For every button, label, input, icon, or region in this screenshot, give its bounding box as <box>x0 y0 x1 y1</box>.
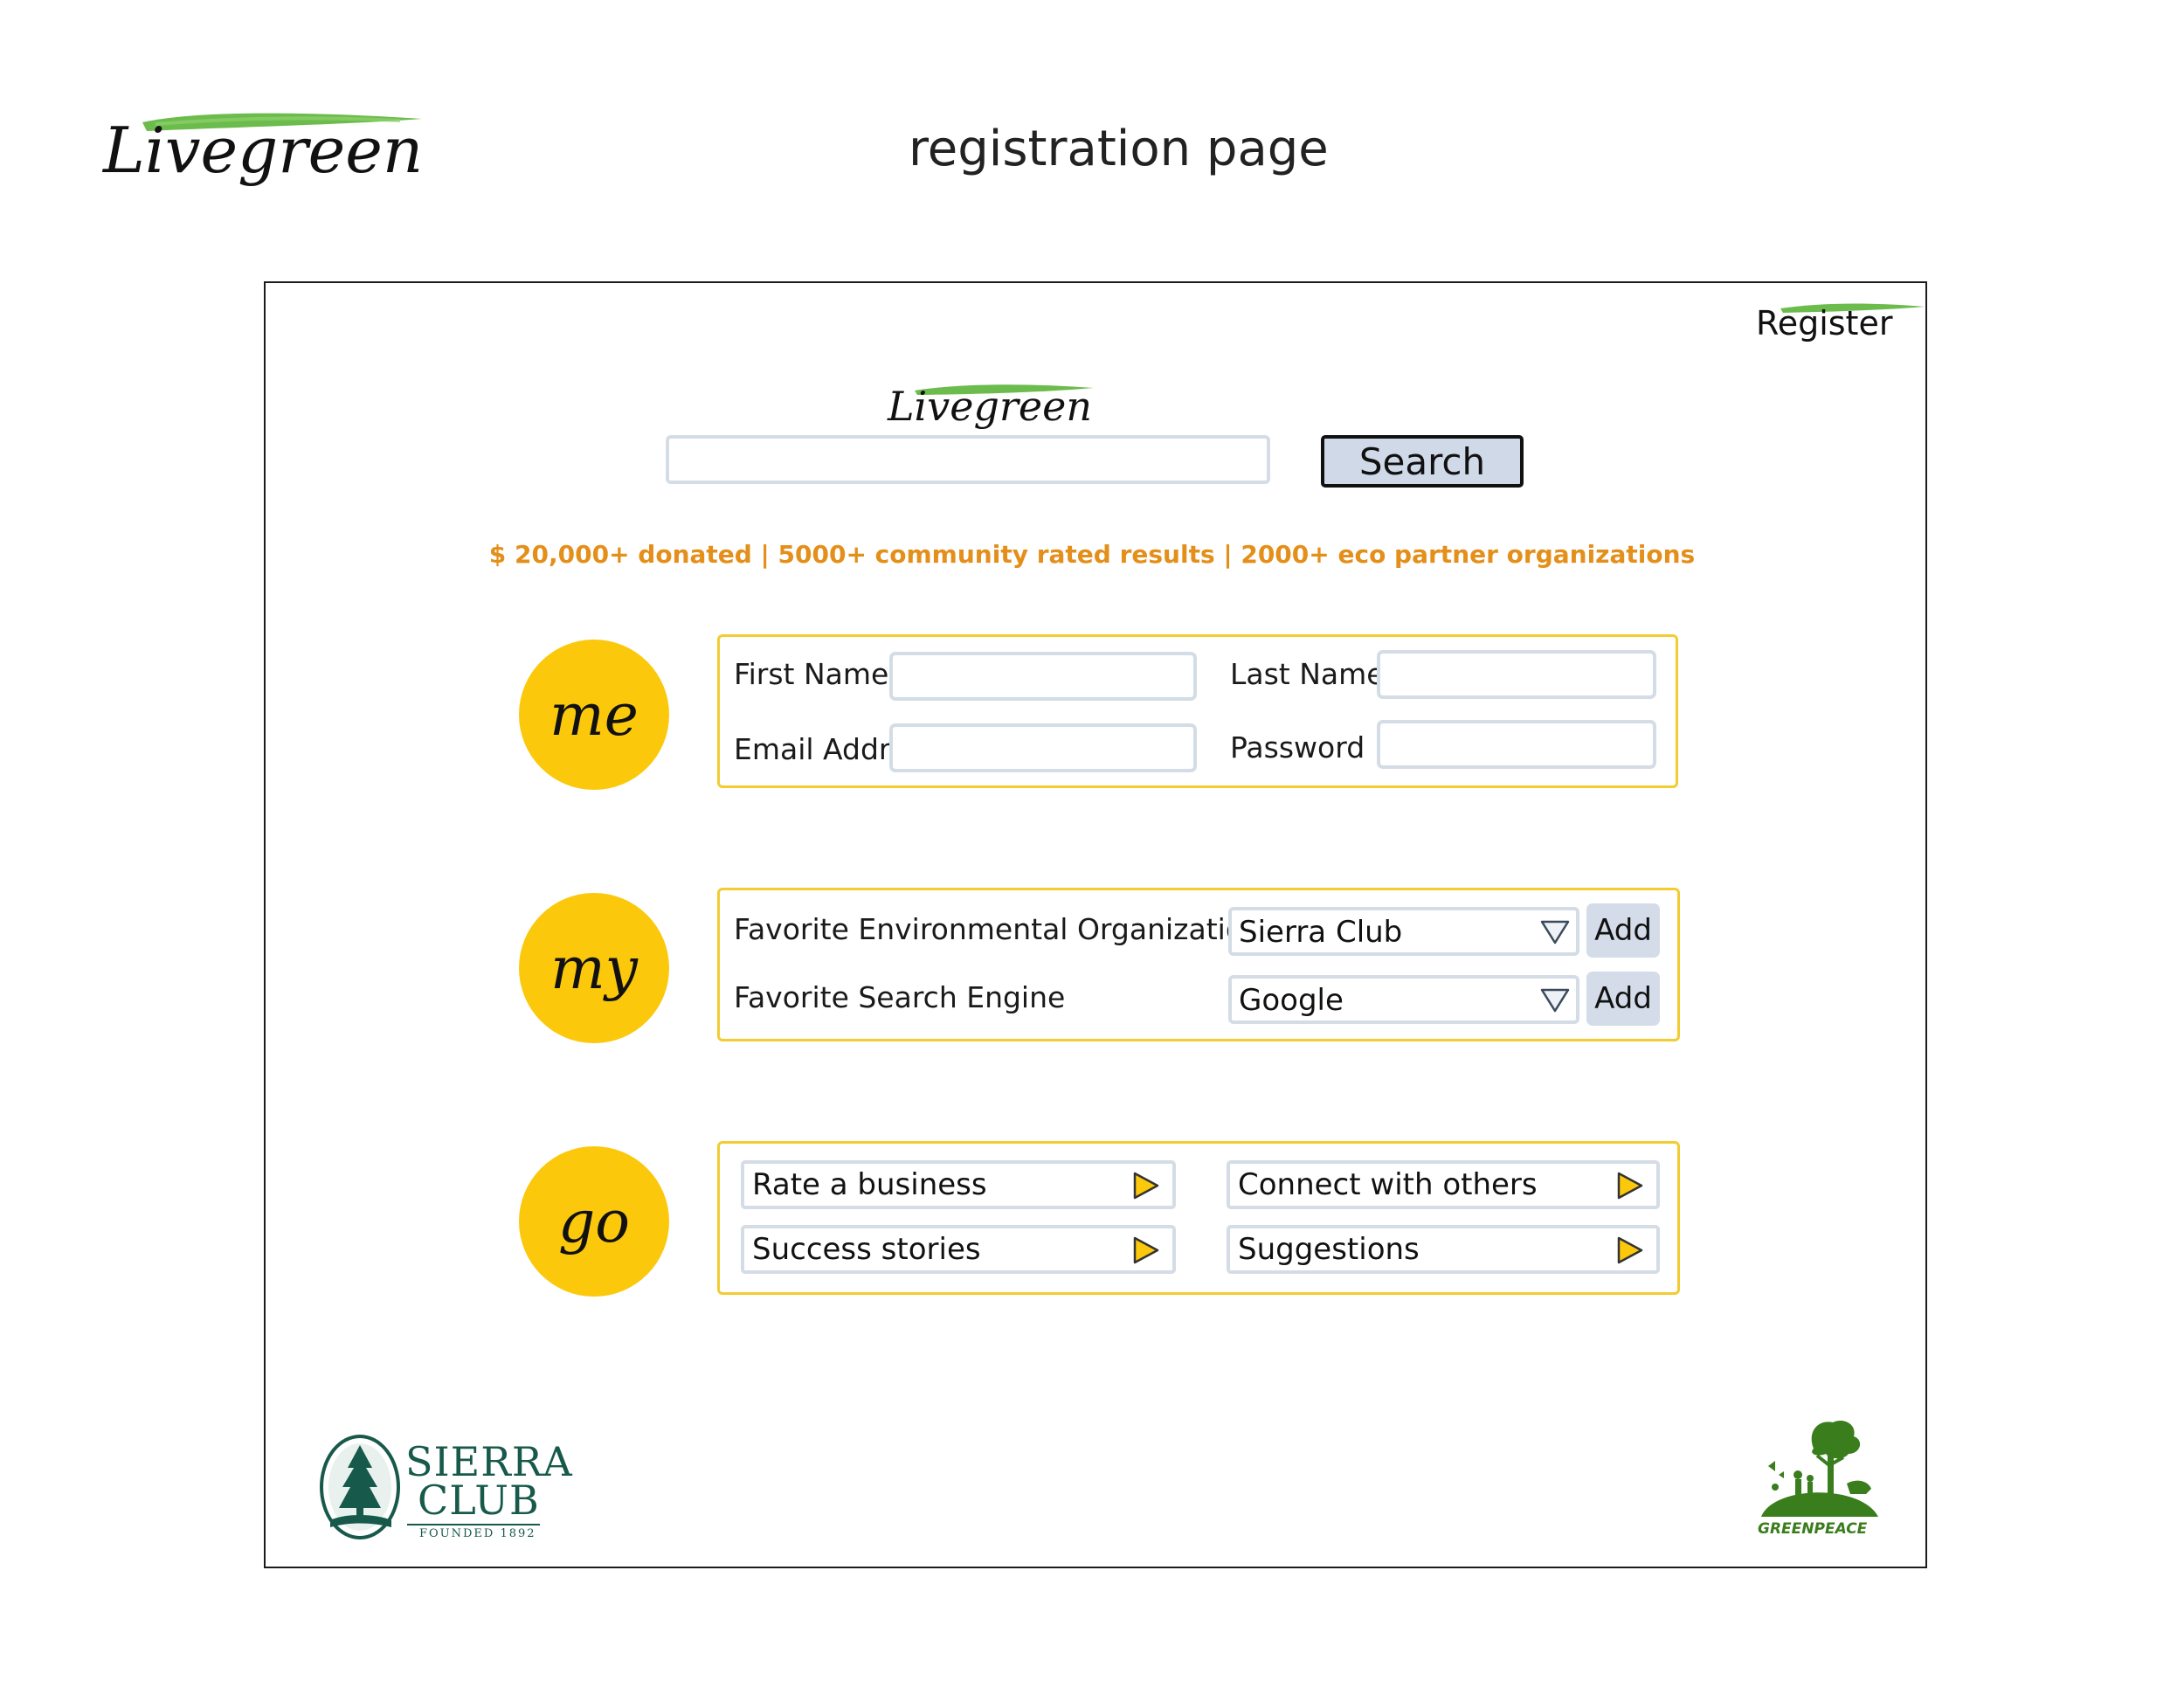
greenpeace-logo: GREENPEACE <box>1756 1414 1887 1553</box>
sierra-club-logo: SIERRA CLUB FOUNDED 1892 <box>318 1433 572 1546</box>
email-field[interactable] <box>889 723 1197 772</box>
chevron-down-icon[interactable] <box>1539 987 1571 1013</box>
play-arrow-icon <box>1617 1172 1643 1200</box>
first-name-field[interactable] <box>889 652 1197 701</box>
go-item-label: Suggestions <box>1238 1232 1420 1267</box>
go-item-label: Rate a business <box>752 1167 987 1202</box>
sierra-club-tree-icon <box>320 1435 400 1539</box>
search-button[interactable]: Search <box>1321 435 1524 488</box>
fav-engine-select[interactable]: Google <box>1228 975 1579 1024</box>
me-badge-text: me <box>549 681 639 749</box>
search-input[interactable] <box>666 435 1270 484</box>
first-name-label: First Name <box>734 657 889 691</box>
greenpeace-earth-icon <box>1761 1420 1878 1517</box>
greenpeace-text: GREENPEACE <box>1758 1520 1868 1538</box>
sierra-divider <box>407 1524 540 1525</box>
register-link[interactable]: Register <box>1756 304 1893 342</box>
fav-org-label: Favorite Environmental Organization <box>734 912 1261 946</box>
sierra-line2: CLUB <box>418 1477 540 1524</box>
password-field[interactable] <box>1377 720 1656 769</box>
rate-business-button[interactable]: Rate a business <box>741 1160 1176 1209</box>
search-logo-wordmark: Livegreen <box>888 383 1092 430</box>
add-engine-button[interactable]: Add <box>1586 972 1660 1026</box>
my-badge-text: my <box>550 934 638 1002</box>
main-frame <box>264 281 1927 1568</box>
sierra-founded: FOUNDED 1892 <box>419 1527 536 1540</box>
green-brush-stroke-icon <box>142 113 422 131</box>
logo-wordmark: Livegreen <box>103 114 424 187</box>
go-item-label: Success stories <box>752 1232 981 1267</box>
search-logo: Livegreen <box>888 377 1097 439</box>
suggestions-button[interactable]: Suggestions <box>1227 1225 1660 1274</box>
green-brush-stroke-icon <box>915 384 1094 395</box>
play-arrow-icon <box>1617 1236 1643 1264</box>
go-item-label: Connect with others <box>1238 1167 1538 1202</box>
me-badge: me <box>519 640 669 790</box>
add-org-button[interactable]: Add <box>1586 903 1660 958</box>
play-arrow-icon <box>1133 1236 1159 1264</box>
connect-others-button[interactable]: Connect with others <box>1227 1160 1660 1209</box>
stats-line: $ 20,000+ donated | 5000+ community rate… <box>488 540 1696 569</box>
password-label: Password <box>1230 730 1365 764</box>
play-arrow-icon <box>1133 1172 1159 1200</box>
fav-org-select[interactable]: Sierra Club <box>1228 907 1579 956</box>
go-badge: go <box>519 1146 669 1297</box>
chevron-down-icon[interactable] <box>1539 919 1571 945</box>
livegreen-logo: Livegreen <box>103 103 426 199</box>
register-link-wrap[interactable]: Register <box>1756 294 1939 346</box>
last-name-label: Last Name <box>1230 657 1385 691</box>
my-badge: my <box>519 893 669 1043</box>
sierra-line1: SIERRA <box>405 1438 573 1485</box>
email-label: Email Addr. <box>734 732 897 766</box>
fav-engine-value: Google <box>1239 983 1344 1018</box>
go-badge-text: go <box>558 1187 630 1256</box>
register-brush-icon <box>1780 303 1925 313</box>
fav-engine-label: Favorite Search Engine <box>734 980 1066 1014</box>
page-title: registration page <box>909 121 1329 177</box>
fav-org-value: Sierra Club <box>1239 915 1403 950</box>
success-stories-button[interactable]: Success stories <box>741 1225 1176 1274</box>
last-name-field[interactable] <box>1377 650 1656 699</box>
